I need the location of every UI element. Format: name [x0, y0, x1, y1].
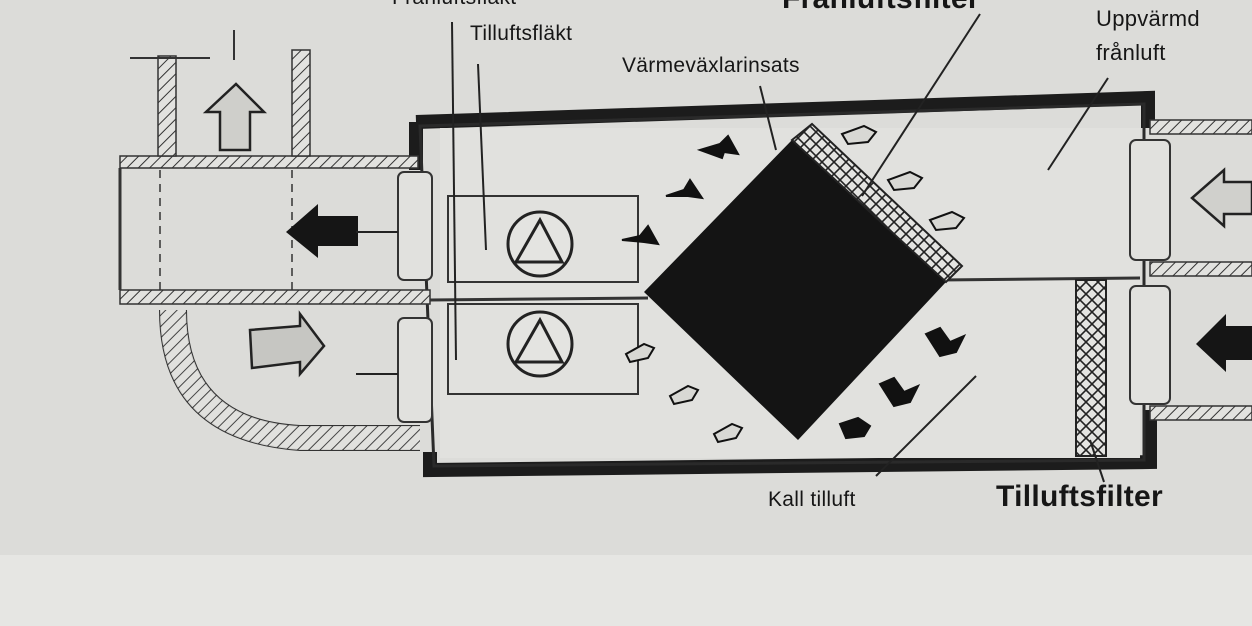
- small-airflow-arrows: [621, 124, 967, 444]
- label-franluftsfilter: Frånluftsfilter: [782, 0, 980, 16]
- exhaust-fan: [447, 195, 639, 283]
- left-arrow-light-icon: [1190, 167, 1252, 229]
- flow-arrows: [202, 82, 1252, 378]
- left-arrow-dark-right-icon: [1196, 314, 1252, 372]
- leader-lines: [356, 13, 1109, 483]
- left-arrow-dark-icon: [286, 204, 358, 258]
- label-kall-tilluft: Kall tilluft: [768, 488, 856, 511]
- right-ducts: [1129, 119, 1252, 421]
- label-uppvarmd-line1: Uppvärmd: [1096, 6, 1200, 31]
- heat-exchanger-core: [644, 140, 946, 440]
- divider: [429, 296, 649, 302]
- exhaust-filter: [790, 122, 964, 284]
- label-tilluftsfilter: Tilluftsfilter: [996, 480, 1163, 513]
- label-franluftsflakt: Frånluftsfläkt: [392, 0, 516, 10]
- left-ducts: [118, 30, 433, 451]
- paper-bottom: [0, 555, 1252, 626]
- label-tilluftsflakt: Tilluftsfläkt: [470, 22, 573, 45]
- label-uppvarmd-line2: frånluft: [1096, 40, 1166, 65]
- label-varmevaxlarinsats: Värmeväxlarinsats: [622, 54, 800, 77]
- up-arrow-icon: [202, 82, 268, 152]
- divider-right: [939, 276, 1141, 282]
- supply-filter: [1075, 279, 1107, 457]
- curved-arrow-icon: [248, 310, 326, 378]
